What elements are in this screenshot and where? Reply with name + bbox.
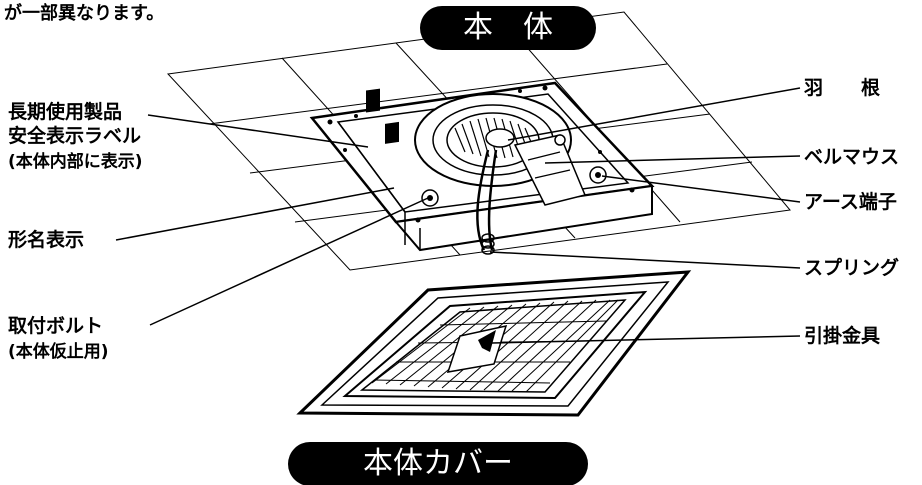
mounting-bolt-callout-line2: (本体仮止用) [8, 342, 109, 362]
body-cover-title-badge: 本体カバー [288, 442, 588, 485]
earth-terminal-callout: アース端子 [804, 191, 897, 213]
hook-bracket-callout: 引掛金具 [804, 325, 881, 347]
blade-callout: 羽 根 [804, 77, 881, 99]
leader-lines [115, 87, 801, 344]
fan-body [309, 81, 655, 255]
safety-label-callout-line2: 安全表示ラベル [8, 125, 142, 147]
header-text-fragment: が一部異なります。 [4, 3, 165, 24]
spring-callout: スプリング [804, 257, 900, 279]
safety-label-callout-line1: 長期使用製品 [8, 101, 123, 123]
safety-label-callout-line3: (本体内部に表示) [8, 152, 143, 172]
main-body-title-badge: 本 体 [420, 6, 596, 50]
model-name-callout: 形名表示 [8, 229, 85, 251]
bellmouth-callout: ベルマウス [804, 146, 900, 168]
mounting-bolt-callout-line1: 取付ボルト [8, 315, 104, 337]
